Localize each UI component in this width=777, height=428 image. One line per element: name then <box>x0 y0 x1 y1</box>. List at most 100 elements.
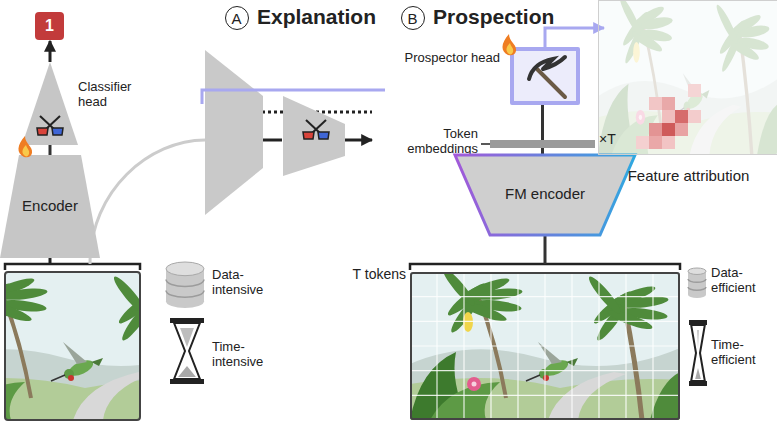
pickaxe-icon <box>529 57 565 97</box>
flame-inner <box>22 145 29 156</box>
bracket <box>5 264 140 270</box>
pickaxe-handle <box>537 69 565 97</box>
fade-overlay <box>598 0 777 155</box>
node-label: Classifier head <box>78 80 140 110</box>
bird-throat <box>68 375 74 381</box>
scene <box>410 272 680 420</box>
shape-fill <box>455 155 635 235</box>
explainer-link <box>263 139 282 142</box>
bird-wing <box>63 342 87 364</box>
flame-icon <box>502 34 516 55</box>
hummingbird <box>51 342 103 381</box>
attribution-cell <box>662 136 675 149</box>
glasses-lens-red <box>303 132 314 139</box>
shape-fill <box>22 62 78 145</box>
hourglass-sand <box>695 368 701 379</box>
node-label: FM encoder <box>485 185 605 202</box>
hourglass-sand <box>697 330 699 349</box>
glasses-lens-blue <box>52 128 63 135</box>
node-sublabel: Explanation <box>257 5 407 29</box>
database-ring <box>688 287 706 290</box>
big-leaf <box>430 382 500 420</box>
token-grid-line <box>410 395 680 396</box>
attribution-cell <box>675 123 688 136</box>
shape-outline <box>514 51 584 109</box>
bird-wing <box>538 342 562 364</box>
token-embeddings-bar: Token embeddings×T <box>490 140 595 148</box>
token-grid-line <box>410 296 680 297</box>
node-label: B <box>402 10 423 27</box>
flame-outer <box>502 34 516 55</box>
database-ring <box>688 279 706 282</box>
database-top <box>688 268 706 274</box>
attribution-cell <box>688 110 701 123</box>
path-road <box>73 372 140 420</box>
faded-scene <box>598 0 777 155</box>
connector <box>545 28 604 47</box>
connector <box>541 105 544 140</box>
node-label: Token embeddings <box>386 127 478 157</box>
hourglass-glass <box>691 325 705 381</box>
hourglass-cap <box>170 379 204 384</box>
explainer-output-arrow <box>345 139 372 142</box>
bird-throat <box>543 375 549 381</box>
glasses-icon <box>303 120 329 139</box>
big-leaf <box>5 382 25 420</box>
database-ring <box>166 290 204 297</box>
big-leaf <box>650 372 680 420</box>
output-box: 1 <box>35 12 64 40</box>
hourglass-sand <box>178 366 196 377</box>
token-grid-line <box>410 370 680 371</box>
database-top <box>166 262 204 276</box>
hills <box>5 348 140 420</box>
encoder-trapezoid: Encoder <box>0 155 100 258</box>
explainer-head <box>283 96 345 176</box>
sky <box>5 272 140 420</box>
hourglass-cap <box>689 381 707 386</box>
flower <box>467 377 481 391</box>
explanation-input-curve <box>90 140 205 264</box>
connector <box>49 145 52 155</box>
palm-leaf <box>111 274 140 317</box>
classifier-head: Classifier head <box>22 62 78 145</box>
token-grid-line <box>410 345 680 346</box>
pickaxe-head <box>529 57 565 79</box>
attribution-cell <box>688 84 701 97</box>
prospector-head: Prospector head <box>510 47 580 105</box>
attribution-cell <box>649 136 662 149</box>
input-image-left <box>5 272 140 420</box>
hourglass-icon <box>170 318 204 384</box>
input-image-right <box>410 272 680 420</box>
annotation-label: Data-intensive <box>212 268 284 298</box>
hummingbird <box>526 342 578 381</box>
node-label: T tokens <box>348 266 406 282</box>
scene <box>5 272 140 420</box>
token-grid-image: T tokens <box>410 272 680 420</box>
hourglass-sand <box>180 328 194 347</box>
glasses-lens-red <box>37 128 48 135</box>
node-sublabel: ×T <box>599 131 639 147</box>
token-grid-line <box>410 321 680 322</box>
annotation-label: Data-efficient <box>711 266 775 296</box>
bracket <box>410 264 680 270</box>
glasses-lens-blue <box>318 132 329 139</box>
attribution-cell <box>636 136 649 149</box>
attribution-cell <box>649 97 662 110</box>
flower-center <box>472 382 477 387</box>
path-road <box>548 372 626 420</box>
explanation-path-line <box>202 90 385 104</box>
encoder-to-image-line <box>49 258 52 264</box>
bird-tail <box>91 358 103 366</box>
leader-line <box>481 143 490 145</box>
bird-beak <box>526 375 540 381</box>
palm-leaf <box>440 272 479 309</box>
node-label: Prospector head <box>402 51 500 66</box>
annotation-label: Time-efficient <box>711 338 775 368</box>
node-label: Encoder <box>0 197 100 214</box>
node-label: 1 <box>35 17 64 35</box>
database-icon <box>166 262 204 308</box>
hourglass-cap <box>689 320 707 325</box>
annotation-label: Time-intensive <box>212 340 284 370</box>
